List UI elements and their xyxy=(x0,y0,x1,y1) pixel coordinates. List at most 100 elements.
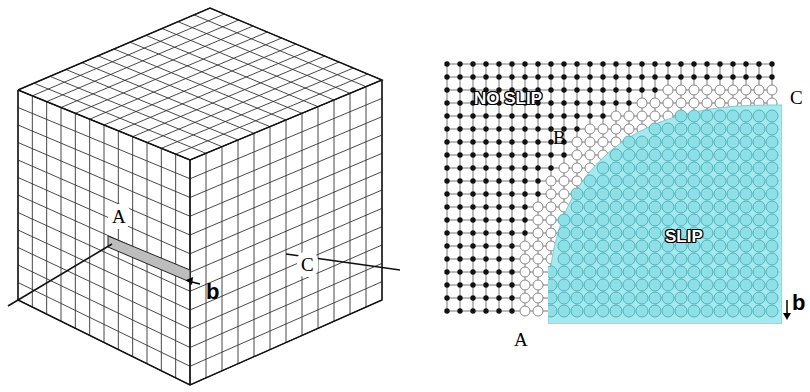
atom xyxy=(678,61,683,66)
atom xyxy=(522,165,527,170)
slipped-atom xyxy=(584,227,596,239)
slipped-atom xyxy=(675,175,687,187)
distorted-atom xyxy=(741,85,751,95)
slipped-atom xyxy=(636,175,648,187)
slipped-atom xyxy=(688,292,700,304)
slipped-atom xyxy=(675,305,687,317)
lattice-line xyxy=(118,50,310,131)
slipped-atom xyxy=(662,214,674,226)
slipped-atom xyxy=(740,227,752,239)
slipped-atom xyxy=(740,240,752,252)
atom xyxy=(457,308,462,313)
slipped-atom xyxy=(597,214,609,226)
atom xyxy=(522,191,527,196)
distorted-atom xyxy=(546,215,556,225)
slipped-atom xyxy=(714,227,726,239)
atom xyxy=(535,139,540,144)
slipped-atom xyxy=(662,123,674,135)
slipped-atom xyxy=(766,227,778,239)
burgers-vector: b xyxy=(792,292,805,314)
slipped-atom xyxy=(571,240,583,252)
atom xyxy=(470,295,475,300)
atom xyxy=(626,100,631,105)
slipped-atom xyxy=(649,214,661,226)
atom xyxy=(587,74,592,79)
atom xyxy=(665,74,670,79)
atom xyxy=(483,165,488,170)
slip-area-fill xyxy=(548,105,782,324)
slipped-atom xyxy=(688,188,700,200)
atom xyxy=(444,204,449,209)
slipped-atom xyxy=(753,162,765,174)
atom xyxy=(535,61,540,66)
slipped-atom xyxy=(740,266,752,278)
atom xyxy=(444,178,449,183)
lattice-line xyxy=(133,56,325,137)
atom xyxy=(444,61,449,66)
atom xyxy=(483,217,488,222)
atom xyxy=(483,113,488,118)
lattice-line xyxy=(114,49,286,120)
atom xyxy=(613,74,618,79)
slipped-atom xyxy=(548,305,557,317)
slipped-atom xyxy=(649,240,661,252)
lattice-line xyxy=(447,77,772,78)
slipped-atom xyxy=(714,279,726,291)
slipped-atom xyxy=(675,214,687,226)
atom xyxy=(509,230,514,235)
slip-region-shape xyxy=(548,100,782,324)
slipped-atom xyxy=(740,162,752,174)
lattice-line xyxy=(190,282,382,367)
atom xyxy=(548,126,553,131)
slipped-atom xyxy=(766,149,778,161)
slipped-atom xyxy=(714,162,726,174)
slipped-atom xyxy=(675,201,687,213)
slipped-atom xyxy=(766,305,778,317)
atom xyxy=(483,152,488,157)
atom xyxy=(522,126,527,131)
lattice-line xyxy=(190,190,382,273)
atom xyxy=(496,295,501,300)
atom xyxy=(743,74,748,79)
slipped-atom xyxy=(675,149,687,161)
atom xyxy=(509,295,514,300)
atom xyxy=(509,165,514,170)
distorted-atom xyxy=(533,306,543,316)
slipped-atom xyxy=(766,175,778,187)
atom xyxy=(756,61,761,66)
slipped-atom xyxy=(701,279,713,291)
slipped-atom xyxy=(649,292,661,304)
atom xyxy=(509,152,514,157)
distorted-atom xyxy=(520,280,530,290)
atom xyxy=(730,61,735,66)
slipped-atom xyxy=(584,305,596,317)
slipped-atom xyxy=(727,227,739,239)
atom xyxy=(509,113,514,118)
slipped-atom xyxy=(623,214,635,226)
slipped-atom xyxy=(597,292,609,304)
atom xyxy=(483,74,488,79)
slipped-atom xyxy=(740,175,752,187)
slipped-atom xyxy=(701,240,713,252)
slipped-atom xyxy=(610,175,622,187)
slipped-atom xyxy=(688,279,700,291)
lattice-line xyxy=(447,64,772,65)
slipped-atom xyxy=(610,162,622,174)
slipped-atom xyxy=(623,175,635,187)
slipped-atom xyxy=(636,279,648,291)
distorted-atom xyxy=(546,228,556,238)
slipped-atom xyxy=(623,266,635,278)
slipped-atom xyxy=(610,253,622,265)
lattice-line xyxy=(350,93,351,314)
atom xyxy=(652,74,657,79)
atom xyxy=(665,61,670,66)
atom xyxy=(600,113,605,118)
atom xyxy=(561,152,566,157)
slipped-atom xyxy=(675,253,687,265)
slipped-atom xyxy=(727,149,739,161)
atom xyxy=(509,204,514,209)
distorted-atom xyxy=(546,189,556,199)
atom xyxy=(483,139,488,144)
atom xyxy=(730,74,735,79)
atom xyxy=(496,191,501,196)
